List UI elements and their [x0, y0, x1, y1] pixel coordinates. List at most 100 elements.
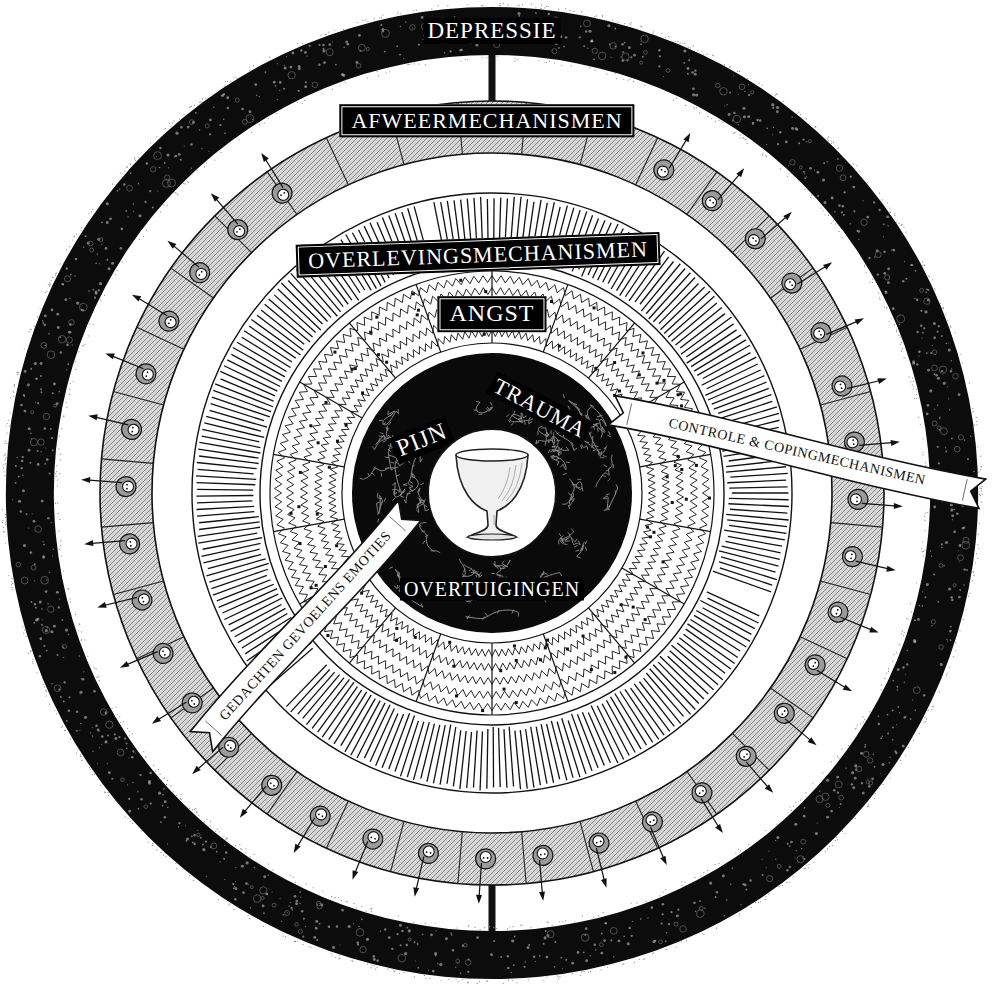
- stipple-dot: [546, 977, 547, 978]
- stipple-dot: [893, 654, 894, 655]
- swirl: [581, 934, 589, 942]
- speckle: [771, 103, 774, 106]
- speckle: [405, 21, 406, 22]
- stipple-dot: [30, 651, 31, 652]
- stipple-dot: [4, 531, 5, 532]
- stipple-dot: [346, 901, 347, 902]
- stipple-dot: [922, 551, 923, 552]
- stipple-dot: [188, 181, 189, 182]
- stipple-dot: [338, 955, 339, 956]
- speckle: [277, 99, 278, 100]
- stipple-dot: [73, 236, 74, 237]
- stipple-dot: [898, 335, 899, 336]
- swirl: [47, 351, 55, 359]
- swirl: [381, 29, 389, 37]
- stipple-dot: [981, 490, 982, 491]
- speckle: [864, 746, 866, 748]
- stipple-dot: [976, 417, 977, 418]
- stipple-dot: [49, 704, 50, 705]
- stipple-dot: [183, 183, 184, 184]
- speckle: [192, 841, 194, 843]
- stipple-dot: [922, 454, 923, 455]
- stipple-dot: [653, 952, 654, 953]
- stipple-dot: [582, 915, 583, 916]
- stipple-dot: [878, 293, 879, 294]
- swirl: [66, 337, 72, 343]
- stipple-dot: [886, 308, 887, 309]
- stipple-dot: [163, 855, 164, 856]
- stipple-dot: [855, 818, 856, 819]
- stipple-dot: [980, 469, 981, 470]
- stipple-dot: [793, 805, 794, 806]
- stipple-dot: [881, 685, 882, 686]
- stipple-dot: [867, 806, 868, 807]
- stipple-dot: [976, 424, 977, 425]
- stipple-dot: [227, 838, 228, 839]
- stipple-dot: [387, 968, 388, 969]
- speckle: [101, 221, 103, 223]
- speckle: [205, 840, 207, 842]
- speckle: [851, 783, 853, 785]
- speckle: [947, 640, 948, 641]
- speckle: [430, 933, 433, 936]
- speckle: [167, 807, 169, 809]
- stipple-dot: [52, 277, 53, 278]
- speckle: [56, 313, 59, 316]
- speckle: [93, 690, 96, 693]
- stipple-dot: [925, 721, 926, 722]
- speckle: [156, 156, 157, 157]
- stipple-dot: [602, 15, 603, 16]
- swirl: [953, 584, 956, 587]
- speckle: [958, 393, 961, 396]
- stipple-dot: [804, 189, 805, 190]
- speckle: [125, 210, 127, 212]
- speckle: [883, 272, 886, 275]
- speckle: [533, 956, 535, 958]
- stipple-dot: [10, 397, 11, 398]
- speckle: [422, 933, 424, 935]
- stipple-dot: [761, 84, 762, 85]
- stipple-dot: [209, 825, 210, 826]
- stipple-dot: [898, 643, 899, 644]
- speckle: [47, 517, 49, 519]
- stipple-dot: [580, 975, 581, 976]
- speckle: [931, 625, 932, 626]
- stipple-dot: [172, 122, 173, 123]
- swirl: [260, 887, 267, 894]
- stipple-dot: [940, 303, 941, 304]
- stipple-dot: [467, 4, 468, 5]
- speckle: [220, 861, 221, 862]
- stipple-dot: [3, 467, 4, 468]
- speckle: [124, 737, 126, 739]
- stipple-dot: [61, 555, 62, 556]
- stipple-dot: [28, 653, 29, 654]
- speckle: [878, 723, 880, 725]
- stipple-dot: [160, 774, 161, 775]
- speckle: [724, 106, 725, 107]
- stipple-dot: [217, 829, 218, 830]
- speckle: [283, 88, 285, 90]
- stipple-dot: [977, 558, 978, 559]
- speckle: [97, 253, 98, 254]
- speckle: [881, 763, 884, 766]
- stipple-dot: [115, 706, 116, 707]
- speckle: [380, 24, 382, 26]
- stipple-dot: [199, 102, 200, 103]
- stipple-dot: [240, 848, 241, 849]
- speckle: [517, 12, 520, 15]
- speckle: [623, 935, 625, 937]
- stipple-dot: [467, 982, 468, 983]
- speckle: [916, 363, 918, 365]
- speckle: [959, 562, 960, 563]
- speckle: [450, 932, 452, 934]
- stipple-dot: [129, 735, 130, 736]
- stipple-dot: [827, 848, 828, 849]
- speckle: [880, 737, 882, 739]
- speckle: [46, 579, 48, 581]
- speckle: [111, 262, 114, 265]
- speckle: [288, 905, 289, 906]
- speckle: [699, 900, 701, 902]
- speckle: [834, 211, 836, 213]
- stipple-dot: [805, 792, 806, 793]
